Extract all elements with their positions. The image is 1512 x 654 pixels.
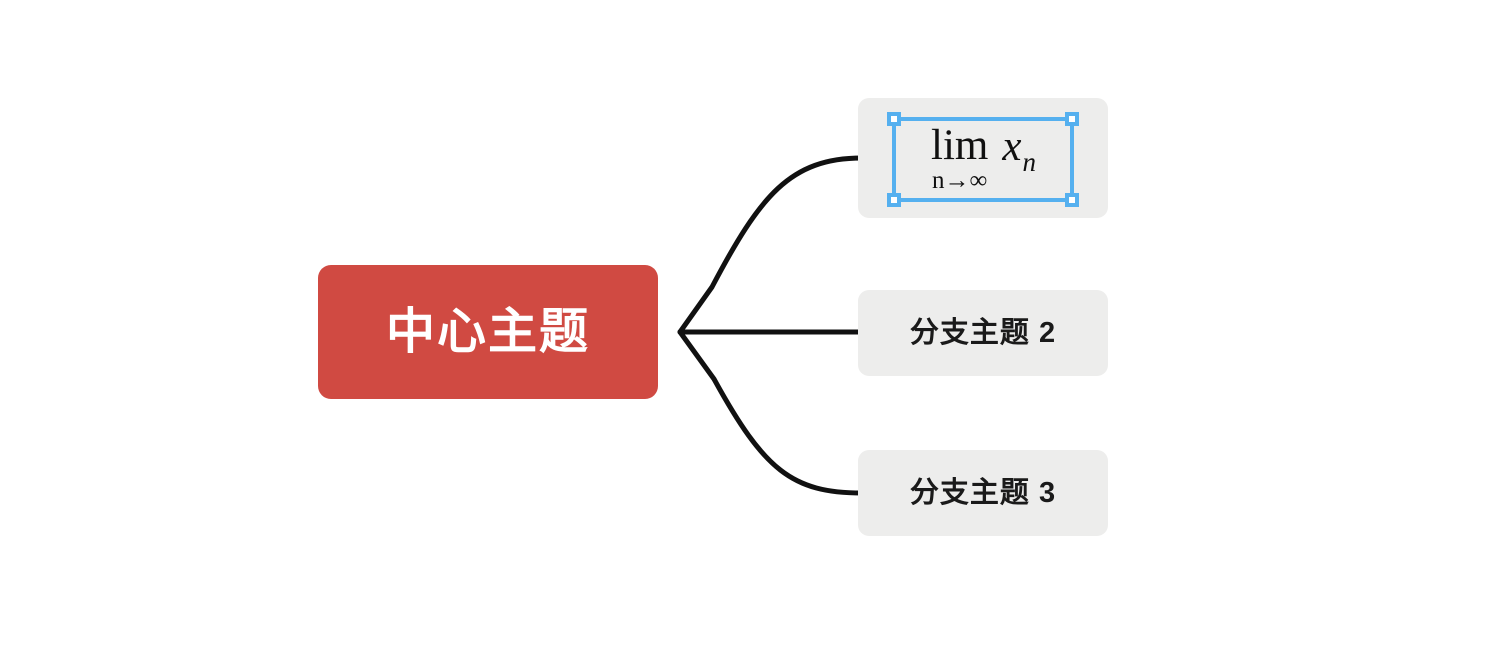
root-node[interactable]: 中心主题 [318,265,658,399]
branch-node-2[interactable]: 分支主题 2 [858,290,1108,376]
branch-node-3[interactable]: 分支主题 3 [858,450,1108,536]
limit-operator-main: lim [931,121,989,169]
branch-node-2-label: 分支主题 2 [909,316,1057,349]
limit-operator-subscript: n→∞ [932,166,988,194]
formula-variable-base: x [1002,122,1022,170]
limit-operator: lim n→∞ [931,124,988,193]
formula-variable-subscript: n [1022,146,1036,177]
root-node-label: 中心主题 [385,304,590,359]
connector-to-branch-1 [677,155,865,335]
branch-node-3-label: 分支主题 3 [909,476,1057,509]
connector-to-branch-3 [677,329,865,496]
